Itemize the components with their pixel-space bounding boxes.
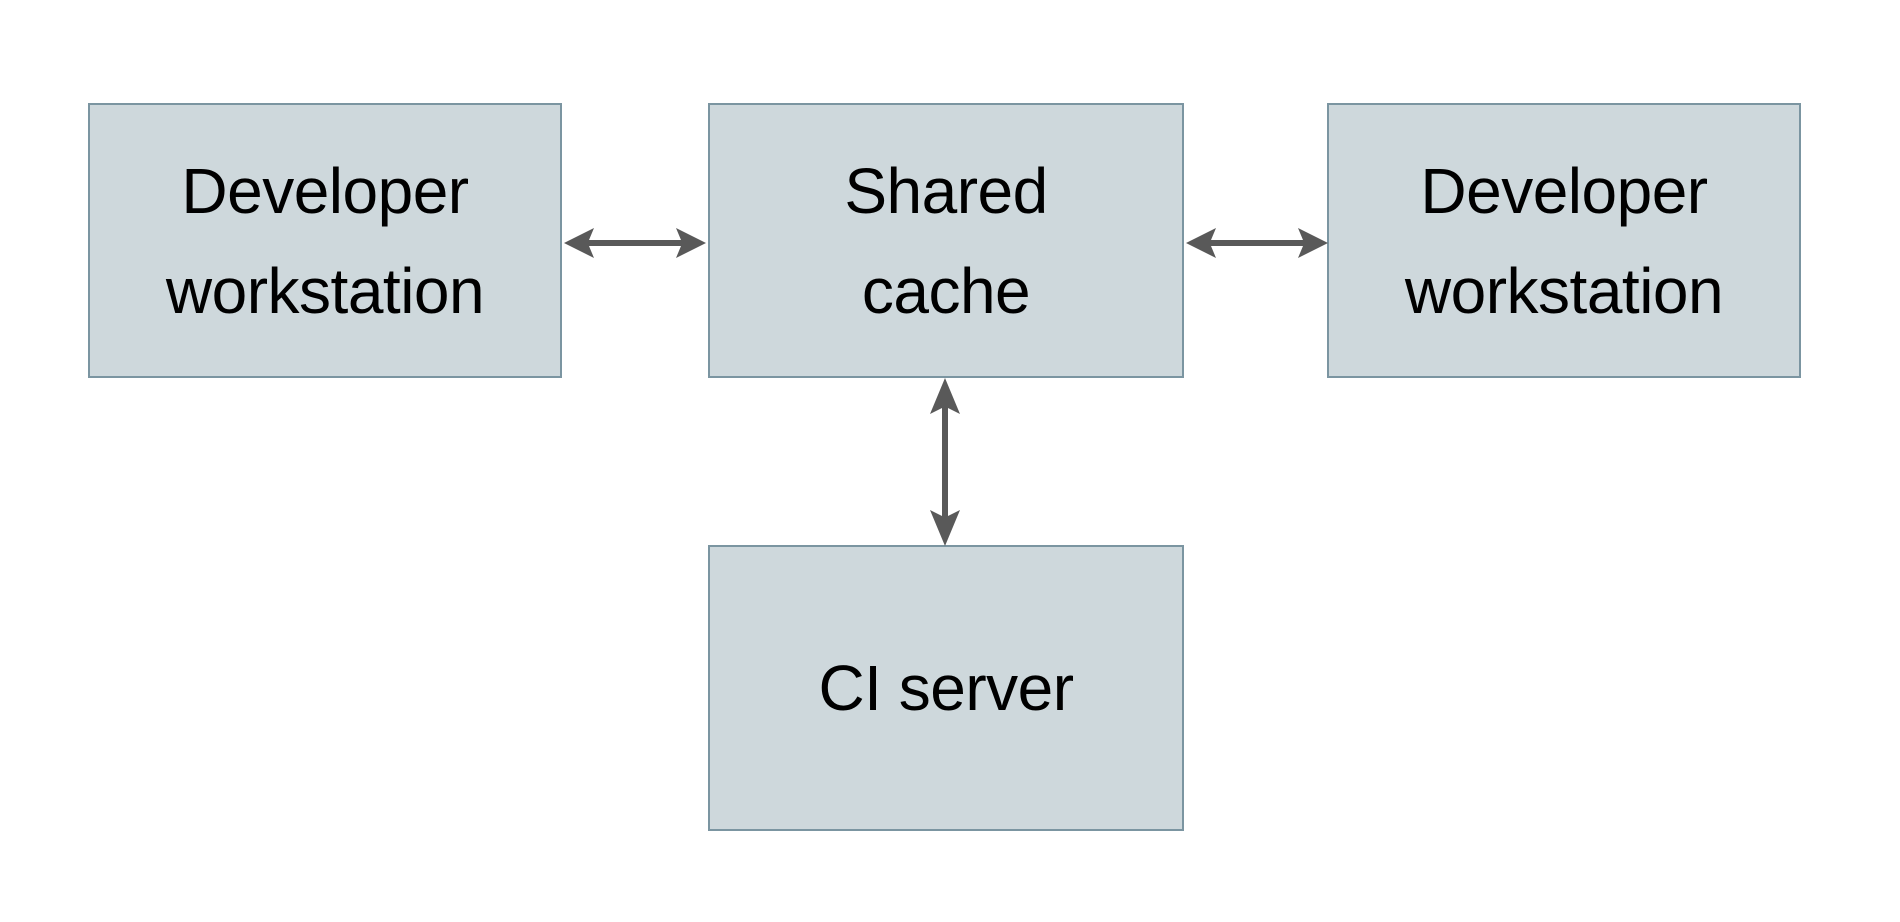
edge-developer-workstation-left-to-shared-cache: [564, 228, 706, 258]
edge-shared-cache-to-developer-workstation-right: [1186, 228, 1328, 258]
node-label: CI server: [818, 652, 1074, 724]
node-developer-workstation-left[interactable]: Developer workstation: [88, 103, 562, 378]
node-label: Developer workstation: [165, 154, 485, 327]
node-developer-workstation-right[interactable]: Developer workstation: [1327, 103, 1801, 378]
edge-shared-cache-to-ci-server: [930, 378, 960, 546]
double-arrow-icon: [564, 228, 706, 258]
double-arrow-icon: [930, 378, 960, 546]
node-shared-cache[interactable]: Shared cache: [708, 103, 1184, 378]
node-label: Shared cache: [844, 154, 1048, 327]
node-label: Developer workstation: [1404, 154, 1724, 327]
node-ci-server[interactable]: CI server: [708, 545, 1184, 831]
double-arrow-icon: [1186, 228, 1328, 258]
